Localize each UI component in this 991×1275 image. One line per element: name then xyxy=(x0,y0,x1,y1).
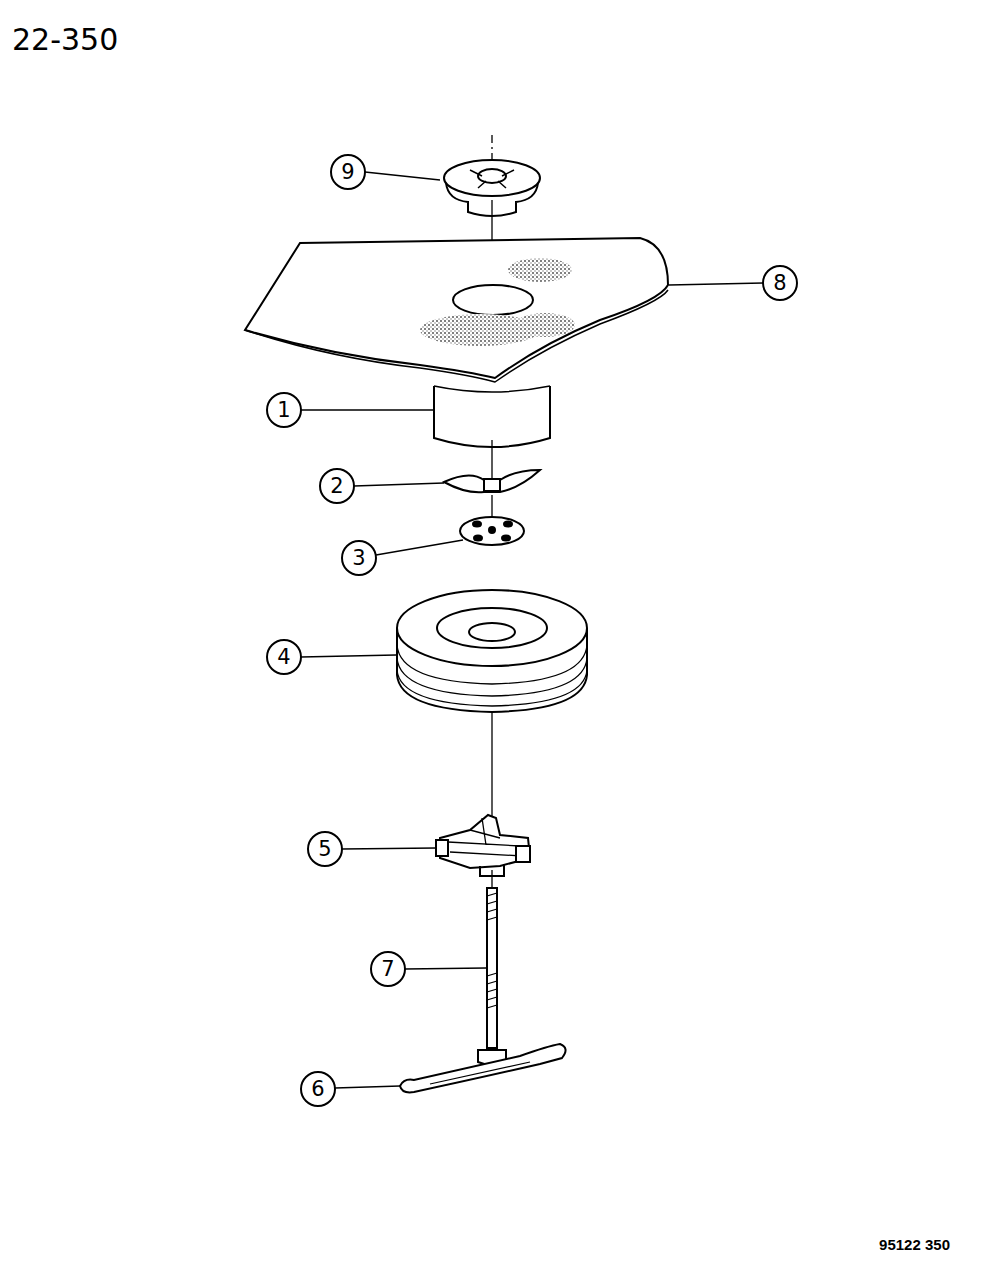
callout-number: 3 xyxy=(344,545,374,571)
callout-number: 5 xyxy=(310,836,340,862)
callout-number: 2 xyxy=(322,473,352,499)
page-title: 22-350 xyxy=(12,22,118,57)
callout-number: 8 xyxy=(765,270,795,296)
callout-number: 7 xyxy=(373,956,403,982)
callout-number: 9 xyxy=(333,159,363,185)
callout-number: 4 xyxy=(269,644,299,670)
callout-number: 6 xyxy=(303,1076,333,1102)
figure-code: 95122 350 xyxy=(879,1236,950,1253)
callout-number: 1 xyxy=(269,397,299,423)
